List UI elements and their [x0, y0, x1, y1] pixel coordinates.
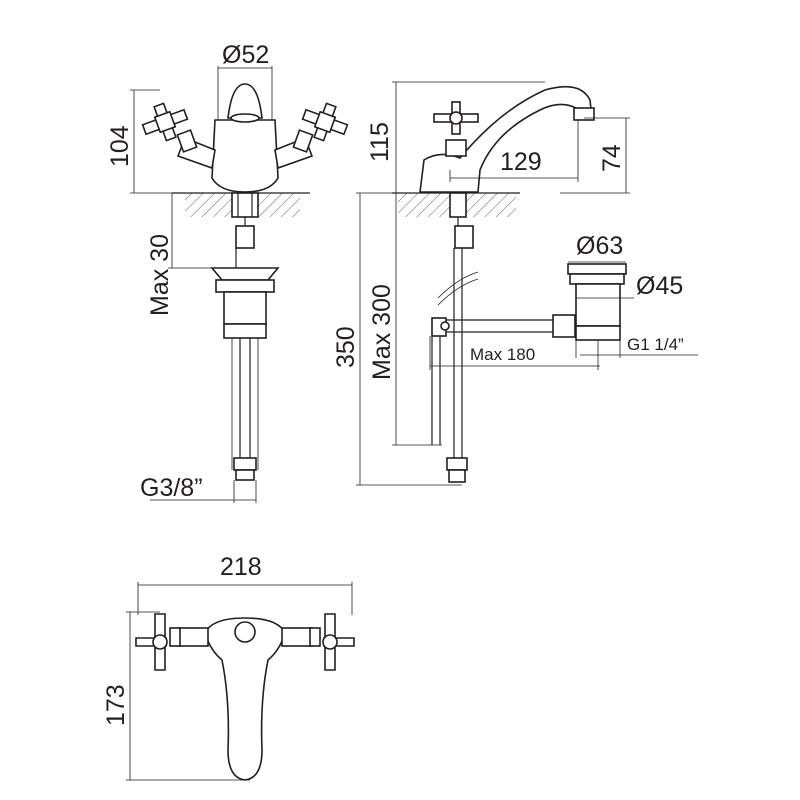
left-cross-handle-icon — [141, 102, 189, 142]
side-view: 115 129 74 Ø63 Ø45 Max 300 350 Max 180 — [332, 81, 698, 486]
dim-front-104: 104 — [106, 125, 134, 167]
dim-front-g38: G3/8” — [140, 474, 203, 502]
dim-side-74: 74 — [598, 144, 626, 172]
supply-nut-front — [235, 225, 255, 249]
right-valve-top — [281, 627, 313, 647]
dim-side-d63: Ø63 — [576, 232, 623, 260]
dim-side-115: 115 — [366, 122, 394, 162]
right-cross-handle-icon — [301, 102, 349, 142]
dim-side-max300: Max 300 — [368, 284, 396, 380]
dim-side-129: 129 — [500, 148, 542, 176]
top-view: 218 173 — [102, 553, 355, 781]
spout-front — [227, 83, 263, 119]
faucet-body-front — [211, 119, 279, 193]
dim-side-max180: Max 180 — [470, 345, 535, 364]
dim-side-g114: G1 1/4” — [627, 335, 684, 354]
drain-body-side — [575, 283, 621, 327]
left-cross-handle-top-icon — [135, 613, 168, 671]
front-view: Ø52 104 Max 30 G3/8” — [106, 41, 349, 503]
lever-body-top — [204, 617, 286, 781]
side-cross-handle-icon — [433, 101, 479, 135]
dim-front-max30: Max 30 — [146, 234, 174, 316]
spout-side — [419, 85, 593, 193]
right-cross-handle-top-icon — [322, 613, 355, 671]
left-valve-top — [177, 627, 209, 647]
drain-cap-side — [567, 263, 627, 275]
drain-cap-front — [210, 267, 280, 281]
dim-side-350: 350 — [332, 326, 360, 368]
drain-body-front — [223, 291, 267, 325]
dim-front-d52: Ø52 — [222, 41, 269, 69]
dim-top-218: 218 — [220, 553, 262, 581]
dim-top-173: 173 — [102, 684, 130, 726]
dim-side-d45: Ø45 — [636, 272, 683, 300]
